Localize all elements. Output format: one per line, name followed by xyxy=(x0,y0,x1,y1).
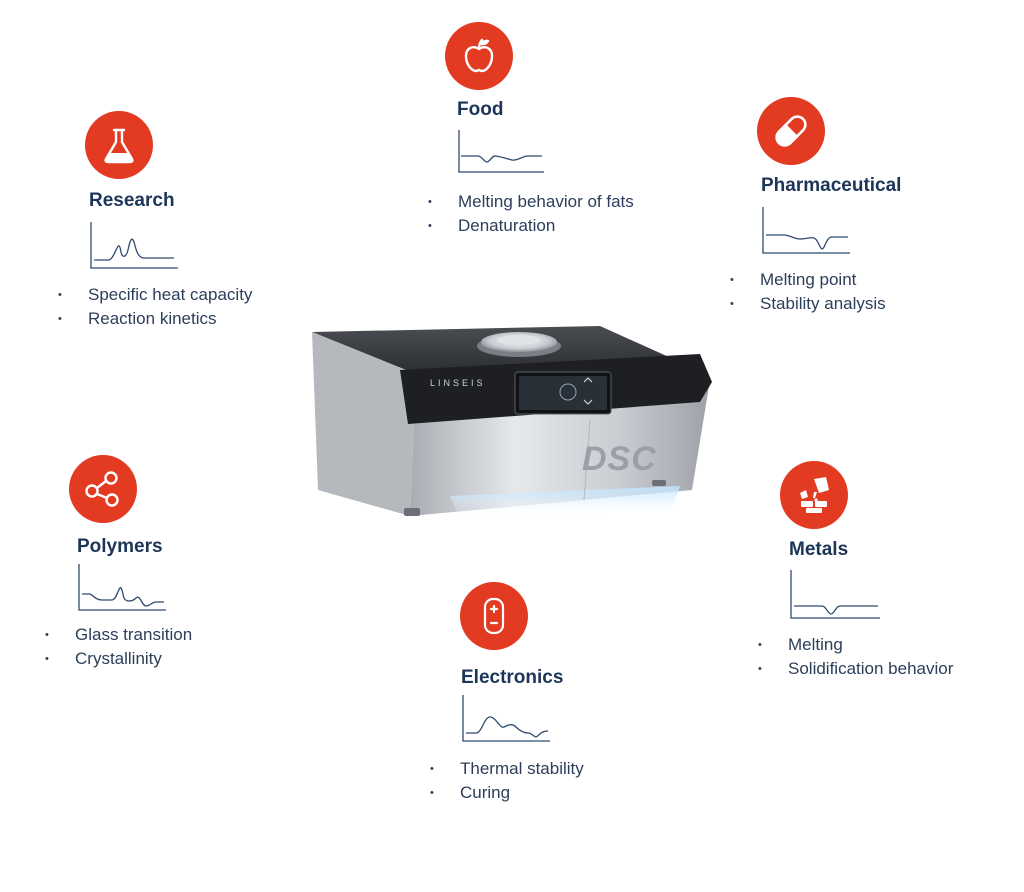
list-item: Thermal stability xyxy=(430,757,584,781)
list-item: Curing xyxy=(430,781,584,805)
list-item: Stability analysis xyxy=(730,292,886,316)
food-curve xyxy=(458,130,544,173)
list-item: Crystallinity xyxy=(45,647,192,671)
list-item: Specific heat capacity xyxy=(58,283,252,307)
dsc-instrument-image xyxy=(312,326,712,518)
battery-icon xyxy=(460,582,528,650)
list-item: Melting behavior of fats xyxy=(428,190,634,214)
electronics-list: Thermal stability Curing xyxy=(430,757,584,805)
electronics-title: Electronics xyxy=(461,667,564,688)
pharmaceutical-title: Pharmaceutical xyxy=(761,175,902,196)
list-item: Melting xyxy=(758,633,953,657)
list-item: Reaction kinetics xyxy=(58,307,252,331)
metals-title: Metals xyxy=(789,539,849,560)
food-title: Food xyxy=(457,99,504,120)
pill-icon xyxy=(757,97,825,165)
pharmaceutical-curve xyxy=(762,207,850,254)
metals-list: Melting Solidification behavior xyxy=(758,633,953,681)
list-item: Melting point xyxy=(730,268,886,292)
flask-icon xyxy=(85,111,153,179)
pharmaceutical-list: Melting point Stability analysis xyxy=(730,268,886,316)
research-list: Specific heat capacity Reaction kinetics xyxy=(58,283,252,331)
metals-curve xyxy=(790,570,880,619)
polymers-list: Glass transition Crystallinity xyxy=(45,623,192,671)
research-curve xyxy=(90,222,178,269)
food-list: Melting behavior of fats Denaturation xyxy=(428,190,634,238)
research-title: Research xyxy=(89,190,175,211)
molecule-icon xyxy=(69,455,137,523)
electronics-curve xyxy=(462,695,550,742)
apple-icon xyxy=(445,22,513,90)
list-item: Denaturation xyxy=(428,214,634,238)
list-item: Glass transition xyxy=(45,623,192,647)
list-item: Solidification behavior xyxy=(758,657,953,681)
metal-pouring-icon xyxy=(780,461,848,529)
polymers-curve xyxy=(78,564,166,611)
brand-logo: LINSEIS xyxy=(430,378,486,388)
device-label: DSC xyxy=(582,440,657,478)
polymers-title: Polymers xyxy=(77,536,163,557)
